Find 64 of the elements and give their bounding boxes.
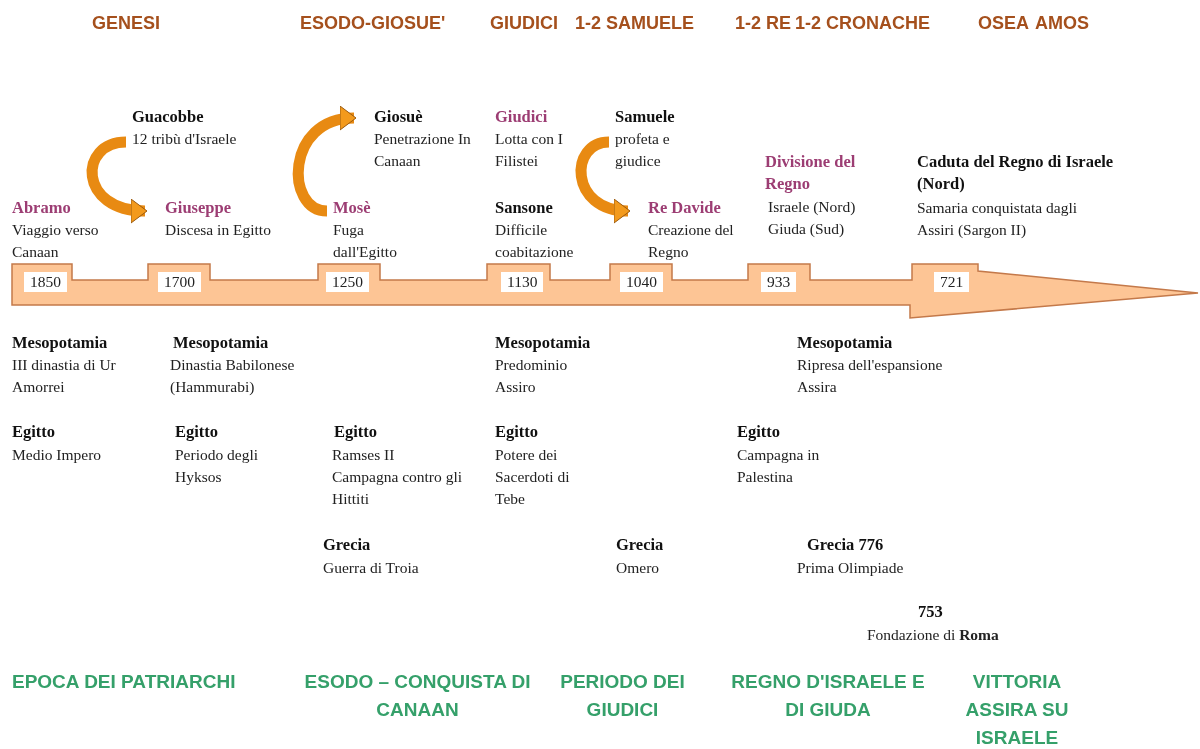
book-heading: AMOS	[1035, 12, 1089, 34]
event-label: Giosuè Penetrazione In Canaan	[374, 106, 484, 172]
region-heading: Mesopotamia	[797, 332, 893, 354]
region-heading: Egitto	[175, 421, 219, 443]
year-label: 1850	[24, 272, 67, 292]
book-heading: 1-2 CRONACHE	[795, 12, 931, 34]
event-description: Fondazione di Roma	[867, 625, 1000, 645]
event-description: Samaria conquistata dagli Assiri (Sargon II)	[917, 198, 1079, 240]
region-heading: Grecia	[616, 534, 664, 556]
region-heading: Egitto	[334, 421, 378, 443]
event-label: Re Davide Creazione del Regno	[648, 197, 743, 263]
event-description: Medio Impero	[12, 445, 103, 465]
book-heading: ESODO-GIOSUE'	[300, 12, 446, 34]
book-heading: 1-2 SAMUELE	[575, 12, 695, 34]
region-heading: Grecia	[323, 534, 371, 556]
period-label: ESODO – CONQUISTA DI CANAAN	[303, 670, 532, 722]
event-description: Israele (Nord) Giuda (Sud)	[768, 197, 857, 239]
period-label: VITTORIA ASSIRA SU ISRAELE	[964, 670, 1070, 749]
event-description: Dinastia Babilonese (Hammurabi)	[170, 355, 295, 397]
year-label: 933	[761, 272, 797, 292]
event-description: III dinastia di Ur Amorrei	[12, 355, 117, 397]
event-heading: Divisione del Regno	[765, 151, 857, 195]
book-heading: 1-2 RE	[735, 12, 792, 34]
region-heading: Egitto	[495, 421, 539, 443]
book-heading: OSEA	[978, 12, 1029, 34]
region-heading: Mesopotamia	[12, 332, 108, 354]
event-description: Omero	[616, 558, 661, 578]
region-heading: 753	[918, 601, 943, 623]
year-label: 1250	[326, 272, 369, 292]
event-description: Ripresa dell'espansione Assira	[797, 355, 944, 397]
period-label: PERIODO DEI GIUDICI	[559, 670, 686, 722]
event-description: Guerra di Troia	[323, 558, 420, 578]
region-heading: Egitto	[12, 421, 56, 443]
year-label: 1130	[501, 272, 544, 292]
year-label: 721	[934, 272, 970, 292]
event-description: Prima Olimpiade	[797, 558, 905, 578]
book-heading: GIUDICI	[490, 12, 558, 34]
event-label: Giuseppe Discesa in Egitto	[165, 197, 305, 241]
region-heading: Caduta del Regno di Israele (Nord)	[917, 151, 1115, 195]
region-heading: Egitto	[737, 421, 781, 443]
period-label: REGNO D'ISRAELE E DI GIUDA	[730, 670, 926, 722]
region-heading: Sansone	[495, 197, 553, 219]
region-heading: Mesopotamia	[173, 332, 269, 354]
event-description: Difficile coabitazione	[495, 220, 575, 262]
event-description: Campagna in Palestina	[737, 445, 821, 487]
curved-arrow	[575, 136, 631, 223]
event-description: Periodo degli Hyksos	[175, 445, 260, 487]
event-description: Viaggio verso Canaan	[12, 220, 100, 262]
event-label: Guacobbe 12 tribù d'Israele	[132, 106, 242, 150]
curved-arrow	[86, 136, 148, 223]
region-heading: Mesopotamia	[495, 332, 591, 354]
event-label: Samuele profeta e giudice	[615, 106, 700, 172]
event-description: Lotta con I Filistei	[495, 129, 564, 171]
event-description: Predominio Assiro	[495, 355, 569, 397]
region-heading: Grecia 776	[807, 534, 884, 556]
event-description: Ramses II Campagna contro gli Hittiti	[332, 445, 462, 509]
event-heading: Giudici	[495, 106, 548, 128]
year-label: 1040	[620, 272, 663, 292]
event-label: Mosè Fuga dall'Egitto	[333, 197, 428, 263]
year-label: 1700	[158, 272, 201, 292]
event-heading: Abramo	[12, 197, 71, 219]
event-description: Potere dei Sacerdoti di Tebe	[495, 445, 571, 509]
book-heading: GENESI	[92, 12, 161, 34]
period-label: EPOCA DEI PATRIARCHI	[12, 670, 237, 694]
